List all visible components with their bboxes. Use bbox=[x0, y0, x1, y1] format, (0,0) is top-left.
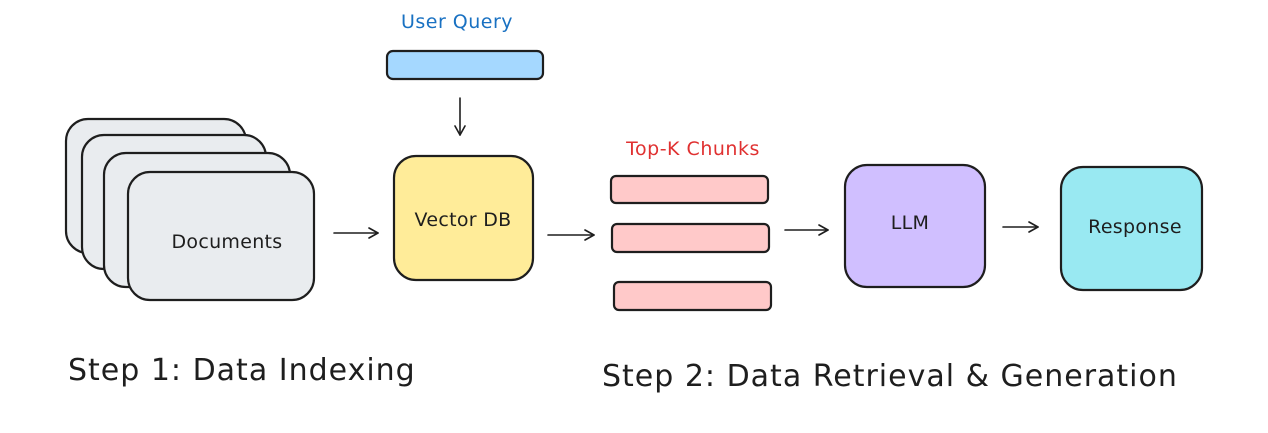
chunk-item bbox=[610, 222, 771, 254]
user-query-label: User Query bbox=[401, 11, 513, 33]
chunk-item bbox=[609, 174, 770, 205]
chunk-list bbox=[609, 174, 773, 312]
document-card-front bbox=[126, 170, 316, 302]
top-k-chunks-label: Top-K Chunks bbox=[625, 138, 760, 160]
vector-db-node bbox=[392, 154, 535, 282]
step2-caption: Step 2: Data Retrieval & Generation bbox=[602, 359, 1178, 394]
response-node bbox=[1059, 165, 1204, 292]
response-label: Response bbox=[1088, 216, 1182, 238]
documents-label: Documents bbox=[171, 231, 282, 253]
chunk-item bbox=[612, 280, 773, 312]
documents-stack: Documents bbox=[64, 117, 316, 302]
llm-label: LLM bbox=[891, 212, 929, 234]
user-query-bar bbox=[385, 49, 545, 81]
vector-db-label: Vector DB bbox=[415, 209, 512, 231]
llm-node bbox=[843, 163, 987, 289]
step1-caption: Step 1: Data Indexing bbox=[68, 353, 416, 388]
